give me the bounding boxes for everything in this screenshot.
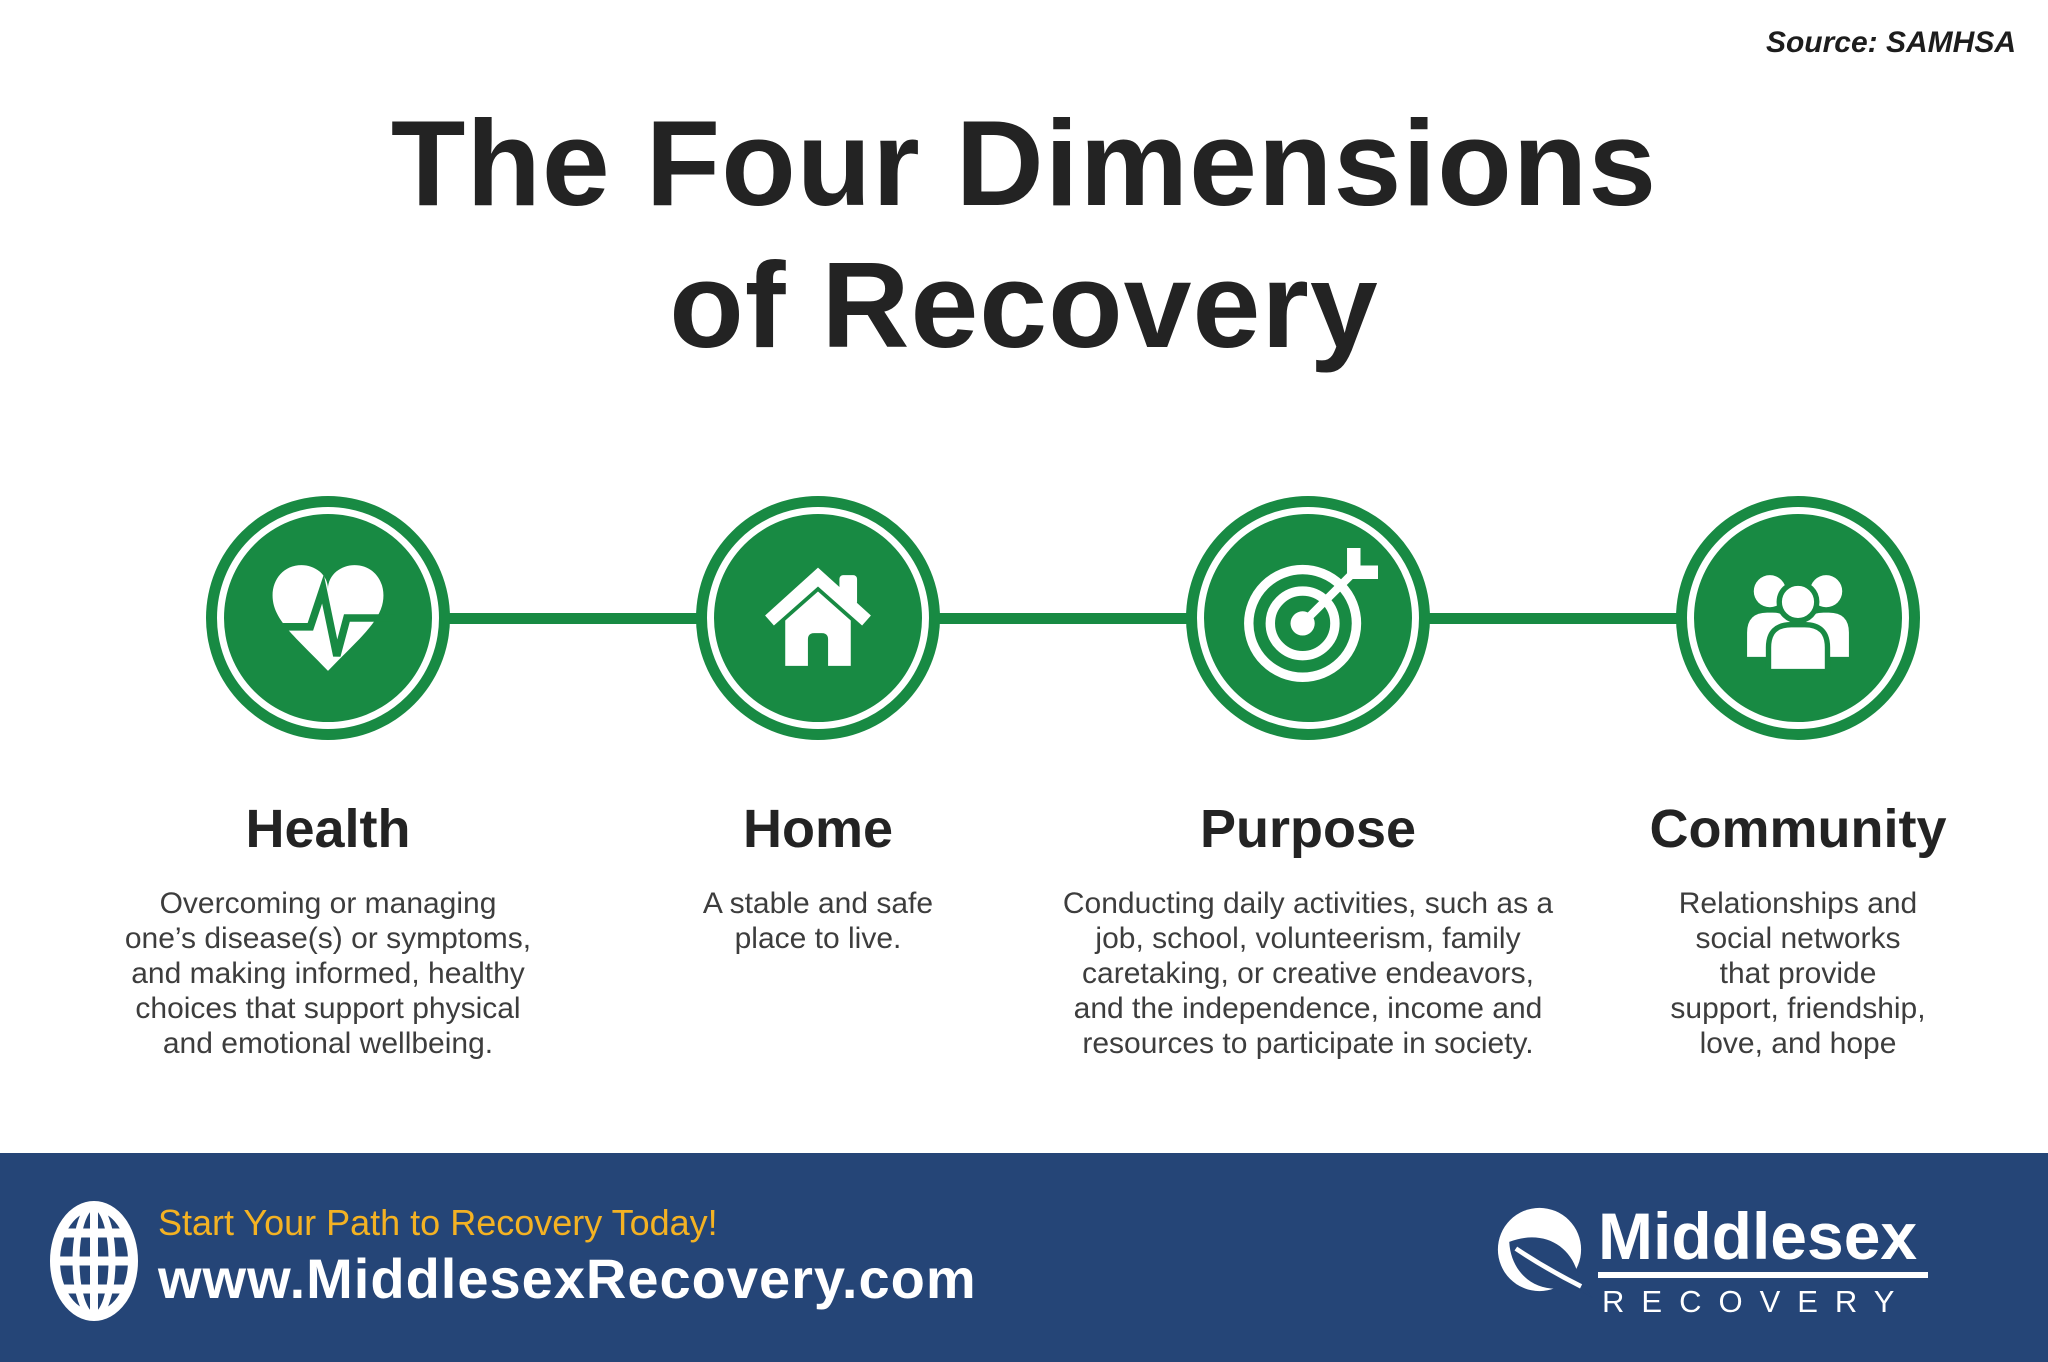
footer-bar: [0, 1153, 2048, 1362]
health-description: Overcoming or managing one’s disease(s) …: [124, 887, 532, 1060]
health-circle: [206, 496, 450, 740]
health-label: Health: [245, 799, 411, 859]
community-circle: [1676, 496, 1920, 740]
page-title-line1: The Four Dimensions: [390, 95, 1658, 231]
connector-line: [328, 613, 1798, 624]
community-description: Relationships and social networks that p…: [1670, 887, 1926, 1060]
purpose-circle: [1186, 496, 1430, 740]
footer-tagline: Start Your Path to Recovery Today!: [158, 1202, 718, 1243]
page-title-line2: of Recovery: [669, 237, 1379, 373]
logo-name: Middlesex: [1598, 1199, 1918, 1273]
purpose-label: Purpose: [1199, 799, 1417, 859]
page-title: The Four Dimensions of Recovery: [0, 92, 2048, 376]
leaf-logo-icon: [1496, 1206, 1600, 1315]
logo-subname: RECOVERY: [1602, 1284, 1912, 1319]
globe-icon: [50, 1201, 138, 1326]
source-attribution: Source: SAMHSA: [1765, 26, 2016, 59]
home-description: A stable and safe place to live.: [702, 887, 934, 955]
footer-website-link[interactable]: www.MiddlesexRecovery.com: [158, 1247, 977, 1310]
community-label: Community: [1649, 799, 1947, 859]
home-circle: [696, 496, 940, 740]
logo-underline: [1598, 1272, 1928, 1278]
home-label: Home: [742, 799, 894, 859]
purpose-description: Conducting daily activities, such as a j…: [1062, 887, 1554, 1060]
